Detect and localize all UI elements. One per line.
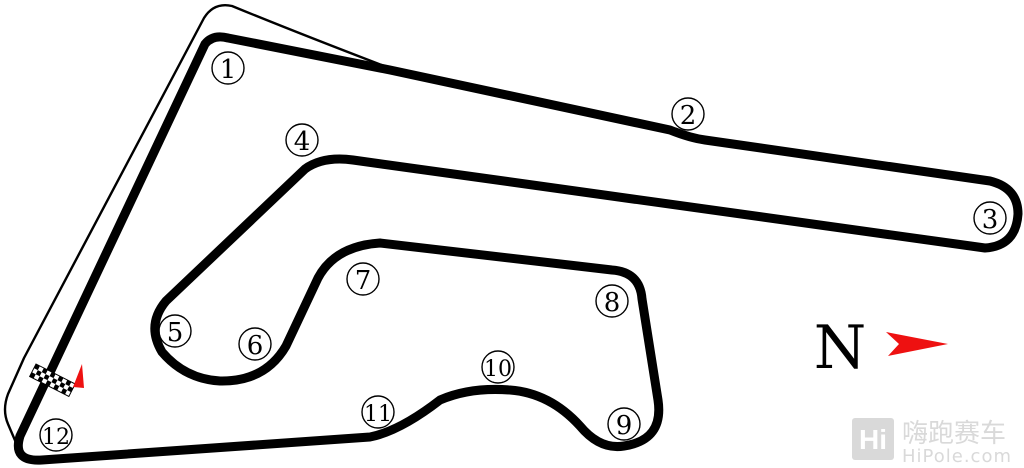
north-label: N [814, 313, 867, 383]
corner-label-10: 10 [484, 357, 512, 382]
track-outline [13, 32, 1023, 465]
corner-label-2: 2 [680, 101, 697, 131]
corner-marker-10: 10 [481, 350, 515, 384]
corner-label-6: 6 [247, 331, 264, 361]
corner-label-11: 11 [364, 402, 392, 427]
watermark-url-text: HiPole.com [902, 446, 1012, 467]
corner-marker-5: 5 [158, 314, 192, 348]
corner-label-9: 9 [616, 411, 633, 441]
corner-label-3: 3 [982, 205, 999, 235]
pit-lane [3, 4, 406, 453]
corner-label-8: 8 [604, 288, 621, 318]
corner-marker-9: 9 [607, 407, 641, 441]
corner-marker-1: 1 [211, 51, 245, 85]
corner-marker-7: 7 [346, 262, 380, 296]
watermark: Hi 嗨跑赛车 HiPole.com [852, 418, 1012, 467]
race-direction-arrow-icon [73, 364, 84, 388]
corner-marker-2: 2 [671, 97, 705, 131]
watermark-logo-icon [852, 418, 894, 460]
compass: N [814, 313, 948, 383]
north-arrow-icon [886, 332, 948, 356]
corner-marker-3: 3 [973, 201, 1007, 235]
corner-label-4: 4 [294, 127, 311, 157]
corner-marker-12: 12 [39, 418, 73, 452]
watermark-logo-text: Hi [859, 424, 887, 455]
corner-label-5: 5 [167, 318, 184, 348]
corner-marker-6: 6 [238, 327, 272, 361]
corner-label-1: 1 [220, 55, 237, 85]
corner-label-12: 12 [42, 425, 70, 450]
corner-marker-4: 4 [285, 123, 319, 157]
watermark-chinese-text: 嗨跑赛车 [902, 419, 1006, 449]
corner-label-7: 7 [355, 266, 372, 296]
corner-marker-11: 11 [361, 395, 395, 429]
corner-marker-8: 8 [595, 284, 629, 318]
start-finish-line [28, 363, 76, 398]
